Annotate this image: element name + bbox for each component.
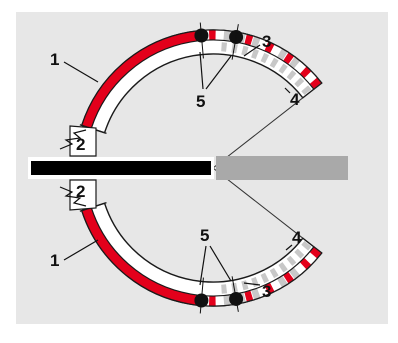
- label-lower-3: 3: [262, 282, 271, 301]
- lower-band-outline: [80, 206, 323, 307]
- upper-band-segment: [208, 29, 217, 41]
- leader-lower-3: [243, 282, 261, 286]
- leader-upper-5a: [199, 51, 204, 90]
- leader-upper-1: [63, 61, 99, 83]
- upper-band-segment: [215, 29, 225, 41]
- leader-upper-5b: [205, 55, 232, 90]
- black-shaft-core: [31, 161, 211, 175]
- lower-fracture-mark: [59, 186, 87, 207]
- label-upper-2: 2: [76, 135, 85, 154]
- lower-inner-slat: [260, 272, 270, 284]
- upper-inner-slat: [278, 63, 288, 74]
- label-lower-5: 5: [200, 226, 209, 245]
- upper-inner-slat: [301, 85, 312, 96]
- label-upper-3: 3: [262, 32, 271, 51]
- upper-inner-slat: [251, 48, 259, 60]
- upper-inner-slat: [294, 77, 305, 88]
- lower-gap-patch: [69, 179, 97, 211]
- lower-inner-slat: [286, 255, 297, 266]
- label-lower-4: 4: [292, 228, 302, 247]
- lower-band-segment: [215, 295, 225, 307]
- upper-inner-slat: [269, 57, 279, 69]
- upper-gap-patch: [69, 125, 97, 157]
- lower-contact-tick-right: [231, 276, 239, 312]
- upper-inner-slat: [241, 45, 249, 56]
- leader-upper-3: [243, 44, 261, 57]
- upper-seal-ring: [69, 22, 323, 169]
- upper-fracture-mark: [59, 129, 87, 150]
- upper-inner-slat: [231, 43, 238, 54]
- lower-band-segment: [208, 295, 217, 307]
- lower-contact-tick-left: [199, 277, 204, 314]
- leader-upper-4: [284, 87, 291, 94]
- label-upper-4: 4: [290, 90, 300, 109]
- leader-lower-4: [285, 244, 293, 251]
- lower-inner-slat: [269, 267, 279, 279]
- upper-inner-slat: [260, 52, 270, 64]
- lower-inner-slat: [221, 284, 228, 294]
- label-lower-1: 1: [50, 251, 59, 270]
- leader-lower-5b: [209, 245, 232, 282]
- label-lower-2: 2: [76, 182, 85, 201]
- upper-band-outline: [80, 29, 323, 130]
- lower-inner-slat: [231, 282, 238, 293]
- leader-lower-5a: [199, 245, 207, 286]
- lower-inner-slat: [278, 262, 288, 273]
- gray-shaft: [216, 156, 348, 180]
- leader-lower-1: [63, 239, 99, 261]
- upper-contact-tick-right: [231, 24, 239, 60]
- lower-inner-slat: [294, 248, 305, 259]
- upper-inner-slat: [221, 42, 228, 52]
- label-upper-5: 5: [196, 92, 205, 111]
- upper-inner-slat: [286, 70, 297, 81]
- label-upper-1: 1: [50, 50, 59, 69]
- lower-inner-slat: [301, 240, 312, 251]
- upper-contact-tick-left: [199, 22, 204, 59]
